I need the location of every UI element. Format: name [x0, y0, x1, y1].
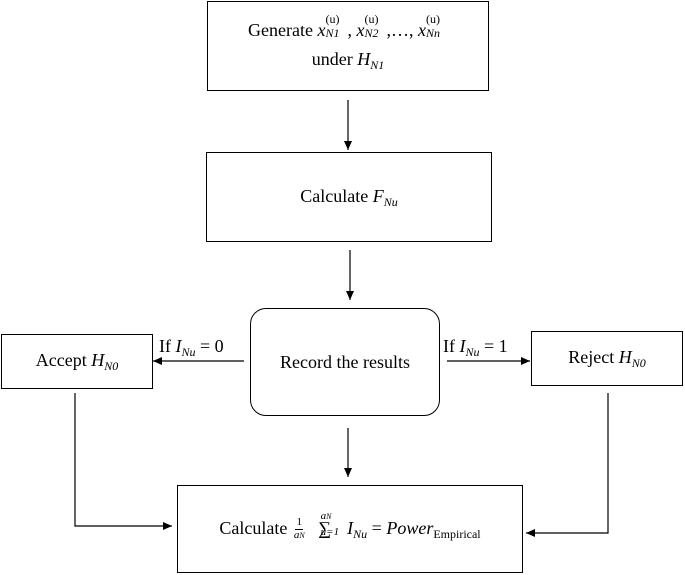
power-subscript: Empirical: [433, 526, 481, 541]
condition-left: If INu = 0: [159, 336, 224, 360]
accept-text: Accept HN0: [36, 349, 118, 374]
calculate-word: Calculate: [300, 185, 369, 206]
i-subscript-left: Nu: [181, 345, 196, 359]
accept-word: Accept: [35, 350, 87, 370]
power-term: PowerEmpirical: [386, 517, 481, 541]
reject-h-subscript: N0: [631, 356, 646, 370]
denominator-symbol: a: [293, 528, 300, 541]
f-subscript: Nu: [383, 194, 398, 209]
fraction-denominator: aN: [293, 528, 305, 542]
if-word-right: If: [443, 336, 455, 356]
generate-xn: x(u)Nn: [417, 12, 448, 41]
x2-scripts: (u)N2: [364, 12, 386, 41]
generate-line-1: Generate x(u)N1, x(u)N2,…, x(u)Nn: [248, 12, 448, 42]
sum-upper-symbol: a: [320, 509, 327, 522]
x-symbol-1: x: [317, 20, 326, 41]
h-subscript: N1: [370, 57, 385, 72]
fraction-numerator: 1: [295, 516, 303, 530]
power-symbol: Power: [386, 517, 434, 538]
calculate-f-text: Calculate FNu: [300, 185, 397, 210]
accept-h: HN0: [91, 350, 119, 373]
generate-x2: x(u)N2: [356, 12, 386, 41]
equals-sign: =: [371, 517, 382, 538]
i-subscript-right: Nu: [465, 345, 480, 359]
accept-box: Accept HN0: [1, 334, 153, 389]
reject-box: Reject HN0: [531, 331, 683, 386]
relation-left: = 0: [200, 336, 224, 356]
generate-line-2: under HN1: [312, 48, 385, 73]
denominator-subscript: N: [299, 530, 305, 540]
x2-subscript: N2: [364, 26, 379, 41]
power-calculate-word: Calculate: [219, 517, 288, 538]
arrow-accept-to-power: [74, 393, 172, 530]
fraction: 1 aN: [294, 517, 305, 541]
x-symbol-n: x: [417, 20, 426, 41]
i-symbol-right: I: [459, 336, 466, 356]
reject-word: Reject: [568, 347, 615, 367]
x1-subscript: N1: [325, 26, 340, 41]
arrow-reject-to-power: [526, 393, 609, 537]
i-nu-power: INu: [347, 517, 368, 541]
if-word-left: If: [159, 336, 171, 356]
sum-lower: u=1: [320, 525, 340, 538]
generate-x1: x(u)N1: [317, 12, 347, 41]
x1-scripts: (u)N1: [325, 12, 347, 41]
x1-superscript: (u): [325, 12, 340, 27]
accept-h-subscript: N0: [104, 359, 119, 373]
i-nu-right: INu: [459, 336, 480, 359]
h-n1: HN1: [357, 48, 385, 72]
i-symbol-left: I: [175, 336, 182, 356]
xn-superscript: (u): [425, 12, 440, 27]
xn-scripts: (u)Nn: [425, 12, 448, 41]
sum-upper: aN: [321, 510, 332, 524]
reject-h: HN0: [618, 347, 646, 370]
power-i-subscript: Nu: [353, 526, 368, 541]
sum-symbol: ∑: [318, 517, 332, 538]
record-results-box: Record the results: [250, 308, 440, 416]
x2-superscript: (u): [364, 12, 379, 27]
under-word: under: [311, 48, 353, 69]
i-nu-left: INu: [175, 336, 196, 359]
h-symbol: H: [357, 48, 371, 69]
reject-h-symbol: H: [618, 347, 632, 367]
accept-h-symbol: H: [91, 350, 105, 370]
record-label: Record the results: [280, 351, 410, 372]
sum-upper-subscript: N: [326, 511, 332, 521]
power-i-symbol: I: [347, 517, 354, 538]
calculate-f-box: Calculate FNu: [206, 152, 492, 242]
generate-word: Generate: [248, 20, 313, 41]
ellipsis: ,…,: [386, 20, 414, 41]
xn-subscript: Nn: [425, 26, 440, 41]
reject-text: Reject HN0: [568, 346, 646, 371]
f-nu: FNu: [372, 185, 398, 209]
f-symbol: F: [372, 185, 384, 206]
x-symbol-2: x: [356, 20, 365, 41]
condition-right: If INu = 1: [443, 336, 508, 360]
sep-1: ,: [347, 20, 352, 41]
generate-box: Generate x(u)N1, x(u)N2,…, x(u)Nn under …: [207, 1, 489, 91]
relation-right: = 1: [484, 336, 508, 356]
